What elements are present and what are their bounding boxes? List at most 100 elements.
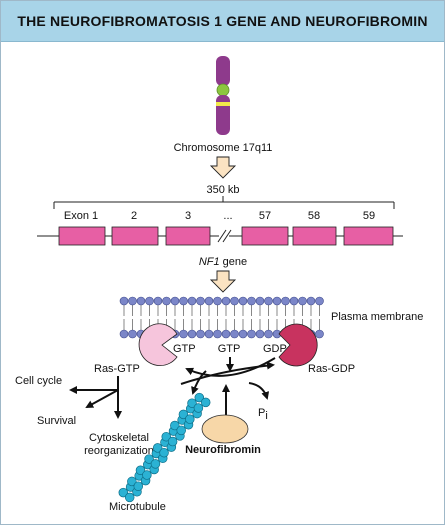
exon-box-3	[165, 226, 211, 246]
pi-release-arrow	[248, 382, 270, 400]
lipid-head	[128, 296, 137, 306]
exon-label-2: 2	[131, 210, 137, 222]
exon-box-2	[111, 226, 159, 246]
lipid-head	[204, 329, 214, 339]
lipid-head	[128, 329, 137, 339]
ras-gdp-label: Ras-GDP	[308, 363, 355, 375]
lipid-head	[196, 296, 205, 306]
ras-cycle-arrows	[180, 357, 276, 417]
exon-label-57: 57	[259, 210, 271, 222]
phosphate-label: Pi	[258, 407, 268, 422]
exon-label-59: 59	[363, 210, 375, 222]
exon-box-58	[292, 226, 337, 246]
lipid-head	[264, 329, 273, 339]
gdp-in-ras-label: GDP	[263, 343, 287, 355]
tubulin-subunit	[178, 409, 189, 420]
tubulin-subunit	[124, 492, 135, 503]
nf1-locus-band	[216, 102, 230, 106]
tubulin-subunit	[118, 487, 129, 498]
lipid-head	[119, 296, 129, 306]
chromosome-icon	[216, 56, 230, 135]
tubulin-subunit	[170, 420, 180, 431]
lipid-head	[315, 296, 324, 306]
lipid-head	[298, 296, 307, 306]
tubulin-subunit	[176, 425, 186, 436]
ras-gtp-label: Ras-GTP	[94, 363, 140, 375]
lipid-head	[221, 296, 231, 306]
lipid-head	[119, 329, 129, 339]
downstream-arrows	[69, 376, 122, 419]
tubulin-subunit	[161, 431, 171, 442]
lipid-head	[213, 296, 222, 306]
lipid-head	[247, 329, 256, 339]
lipid-head	[204, 296, 214, 306]
figure-title: THE NEUROFIBROMATOSIS 1 GENE AND NEUROFI…	[17, 13, 428, 29]
lipid-head	[153, 296, 163, 306]
lipid-head	[255, 329, 265, 339]
gene-span-bracket	[53, 196, 395, 209]
exon-label-3: 3	[185, 210, 191, 222]
exon-label-1: Exon 1	[64, 210, 98, 222]
tubulin-subunit	[142, 470, 152, 480]
tubulin-subunit	[194, 392, 205, 403]
tubulin-subunit	[133, 481, 144, 491]
neurofibromin-label: Neurofibromin	[185, 444, 261, 456]
lipid-head	[221, 329, 231, 339]
lipid-head	[145, 296, 154, 306]
lipid-head	[213, 329, 222, 339]
lipid-head	[281, 296, 290, 306]
gtp-release-arrow	[191, 370, 207, 395]
gtp-in-ras-label: GTP	[173, 343, 196, 355]
tubulin-subunit	[144, 454, 154, 464]
gene-break-icon	[217, 229, 232, 243]
survival-arrow	[85, 389, 119, 408]
lipid-head	[306, 296, 316, 306]
exon-label-58: 58	[308, 210, 320, 222]
chromosome-label: Chromosome 17q11	[174, 142, 273, 154]
gdp-to-gtp-arc	[185, 357, 276, 377]
ras-gtp-pacman-icon	[138, 323, 178, 366]
cyto-label-2: reorganization	[84, 445, 154, 457]
lipid-head	[136, 296, 146, 306]
tubulin-subunit	[135, 465, 146, 475]
lipid-head	[179, 329, 188, 339]
lipid-head	[162, 296, 171, 306]
ras-gdp-pacman-icon	[278, 323, 318, 367]
microtubule-icon	[118, 392, 211, 503]
down-arrow-icon	[209, 156, 237, 179]
lipid-head	[255, 296, 265, 306]
tubulin-subunit	[193, 403, 204, 413]
membrane-label: Plasma membrane	[331, 311, 423, 323]
free-gtp-label: GTP	[218, 343, 241, 355]
neurofibromin-icon	[201, 414, 249, 444]
tubulin-subunit	[167, 436, 178, 447]
lipid-head	[187, 329, 197, 339]
tubulin-subunit	[150, 459, 161, 469]
tubulin-subunit	[200, 397, 211, 408]
tubulin-subunit	[159, 447, 169, 458]
tubulin-subunit	[185, 414, 195, 424]
chromosome-p-arm	[216, 56, 230, 86]
lipid-head	[238, 329, 248, 339]
title-bar: THE NEUROFIBROMATOSIS 1 GENE AND NEUROFI…	[1, 1, 444, 42]
lipid-head	[187, 296, 197, 306]
lipid-head	[289, 296, 299, 306]
centromere	[216, 83, 230, 97]
exon-box-59	[343, 226, 394, 246]
gene-label: NF1 gene	[199, 256, 247, 268]
cell-cycle-label: Cell cycle	[15, 375, 62, 387]
tubulin-subunit	[127, 476, 137, 487]
lipid-head	[315, 329, 324, 339]
down-arrow-icon	[209, 270, 237, 293]
lipid-head	[247, 296, 256, 306]
lipid-head	[179, 296, 188, 306]
tubulin-subunit	[187, 398, 197, 408]
microtubule-label: Microtubule	[109, 501, 166, 513]
gene-span-label: 350 kb	[206, 184, 239, 196]
lipid-head	[238, 296, 248, 306]
lipid-head	[272, 296, 282, 306]
exon-box-1	[58, 226, 106, 246]
lipid-head	[230, 329, 239, 339]
